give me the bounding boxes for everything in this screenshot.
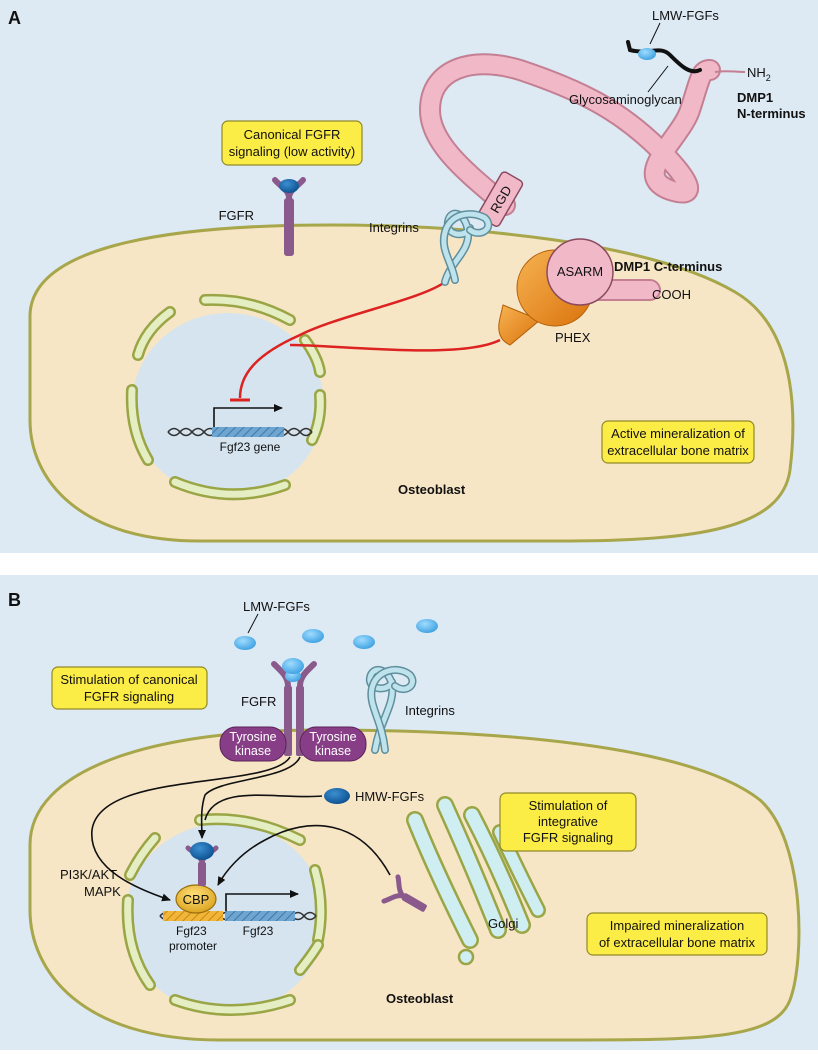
stim-canonical-callout: Stimulation of canonical FGFR signaling	[51, 666, 208, 710]
cbp-label: CBP	[183, 892, 210, 907]
panel-divider	[0, 553, 818, 575]
panel-b-letter: B	[8, 590, 21, 610]
hmw-fgf-cytoplasmic	[324, 788, 350, 804]
asarm-label: ASARM	[557, 264, 603, 279]
fgf23-gene-label: Fgf23 gene	[220, 440, 281, 454]
callout-line: Active mineralization of	[611, 426, 745, 441]
glycosaminoglycan-label: Glycosaminoglycan	[569, 92, 682, 107]
hmw-fgfs-label: HMW-FGFs	[355, 789, 425, 804]
golgi-to-cbp-arrow	[217, 824, 391, 886]
callout-line: signaling (low activity)	[229, 144, 355, 159]
callout-line: Canonical FGFR	[244, 127, 341, 142]
fgfr-label-b: FGFR	[241, 694, 276, 709]
nucleus-interior	[132, 313, 324, 497]
lmw-fgfs-leader-b	[247, 613, 259, 634]
lmw-fgf-molecule	[302, 629, 324, 643]
nh2-label: NH2	[747, 65, 771, 83]
fgf23-gene-segment-b	[225, 911, 295, 921]
lmw-fgf-molecule	[638, 48, 656, 60]
callout-line: Stimulation of canonical	[60, 672, 197, 687]
panel-b: B	[0, 575, 818, 1050]
fgf23-gene-segment	[212, 427, 284, 437]
fgfr-receptor-a	[272, 177, 306, 256]
stim-integrative-callout: Stimulation of integrative FGFR signalin…	[499, 792, 637, 852]
integrins-label-a: Integrins	[369, 220, 419, 235]
phex-label: PHEX	[555, 330, 591, 345]
golgi-vesicle	[457, 948, 475, 966]
canonical-signaling-callout: Canonical FGFR signaling (low activity)	[221, 120, 363, 166]
tyrosine-kinase-right: Tyrosine kinase	[299, 726, 367, 762]
inhibition-lines	[230, 280, 501, 402]
integrin-b	[365, 665, 417, 754]
dmp1-c-terminus-label: DMP1 C-terminus	[614, 259, 722, 274]
cooh-label: COOH	[652, 287, 691, 302]
osteoblast-label-b: Osteoblast	[386, 991, 454, 1006]
lmw-fgf-bound	[282, 658, 304, 674]
promoter-label: Fgf23 promoter	[169, 924, 217, 953]
fgf23-promoter-segment	[163, 911, 223, 921]
kinase-label: kinase	[315, 744, 351, 758]
phex-inhibition-line	[289, 338, 501, 352]
glycosaminoglycan-leader	[647, 65, 669, 93]
lmw-fgf-molecule	[353, 635, 375, 649]
signaling-arrows	[91, 756, 391, 902]
asarm-domain	[546, 238, 614, 306]
tyrosine-kinase-left: Tyrosine kinase	[219, 726, 287, 762]
integrin-inhibition-line	[238, 280, 446, 399]
fgfr-label-a: FGFR	[219, 208, 254, 223]
fgfr-to-nucleus-arrow	[197, 756, 301, 839]
glycosaminoglycan-chain	[626, 40, 702, 74]
lmw-fgf-molecule	[416, 619, 438, 633]
dmp1-n-terminus-label: DMP1 N-terminus	[737, 90, 806, 121]
pi3k-mapk-arrow	[91, 756, 291, 902]
fgf23-gene-dna: Fgf23 gene	[167, 404, 313, 454]
pi3k-mapk-label: PI3K/AKT MAPK	[60, 867, 121, 899]
lmw-fgfs-extracellular	[234, 619, 438, 650]
lmw-fgfs-label-b: LMW-FGFs	[243, 599, 310, 614]
transcription-arrow-b	[225, 890, 299, 911]
hmw-fgf-molecule	[190, 842, 214, 860]
kinase-label: Tyrosine	[309, 730, 356, 744]
callout-line: FGFR signaling	[84, 689, 174, 704]
osteoblast-label-a: Osteoblast	[398, 482, 466, 497]
kinase-label: kinase	[235, 744, 271, 758]
integrin-a	[439, 209, 493, 286]
lmw-fgfs-label-a: LMW-FGFs	[652, 8, 719, 23]
integrins-label-b: Integrins	[405, 703, 455, 718]
lmw-fgfs-leader	[649, 22, 661, 45]
kinase-label: Tyrosine	[229, 730, 276, 744]
callout-line: Stimulation of	[529, 798, 608, 813]
callout-line: extracellular bone matrix	[607, 443, 749, 458]
lmw-fgf-molecule	[234, 636, 256, 650]
fgf23-label-b: Fgf23	[243, 924, 274, 938]
callout-line: integrative	[538, 814, 598, 829]
cbp-coactivator: CBP	[175, 884, 217, 914]
transcription-arrow	[213, 404, 283, 427]
fgf-ligand	[279, 179, 299, 193]
impaired-mineralization-callout: Impaired mineralization of extracellular…	[586, 912, 768, 956]
panel-a: A	[0, 0, 818, 553]
panel-a-letter: A	[8, 8, 21, 28]
golgi-label: Golgi	[488, 916, 518, 931]
fgf23-promoter-dna	[159, 890, 317, 921]
callout-line: Impaired mineralization	[610, 918, 744, 933]
nuclear-fgfr	[185, 842, 219, 886]
callout-line: of extracellular bone matrix	[599, 935, 756, 950]
hmw-fgfs-arrow	[204, 794, 323, 821]
callout-line: FGFR signaling	[523, 830, 613, 845]
active-mineralization-callout: Active mineralization of extracellular b…	[601, 420, 755, 464]
golgi-fgfr	[381, 874, 427, 912]
nucleus	[125, 293, 327, 501]
